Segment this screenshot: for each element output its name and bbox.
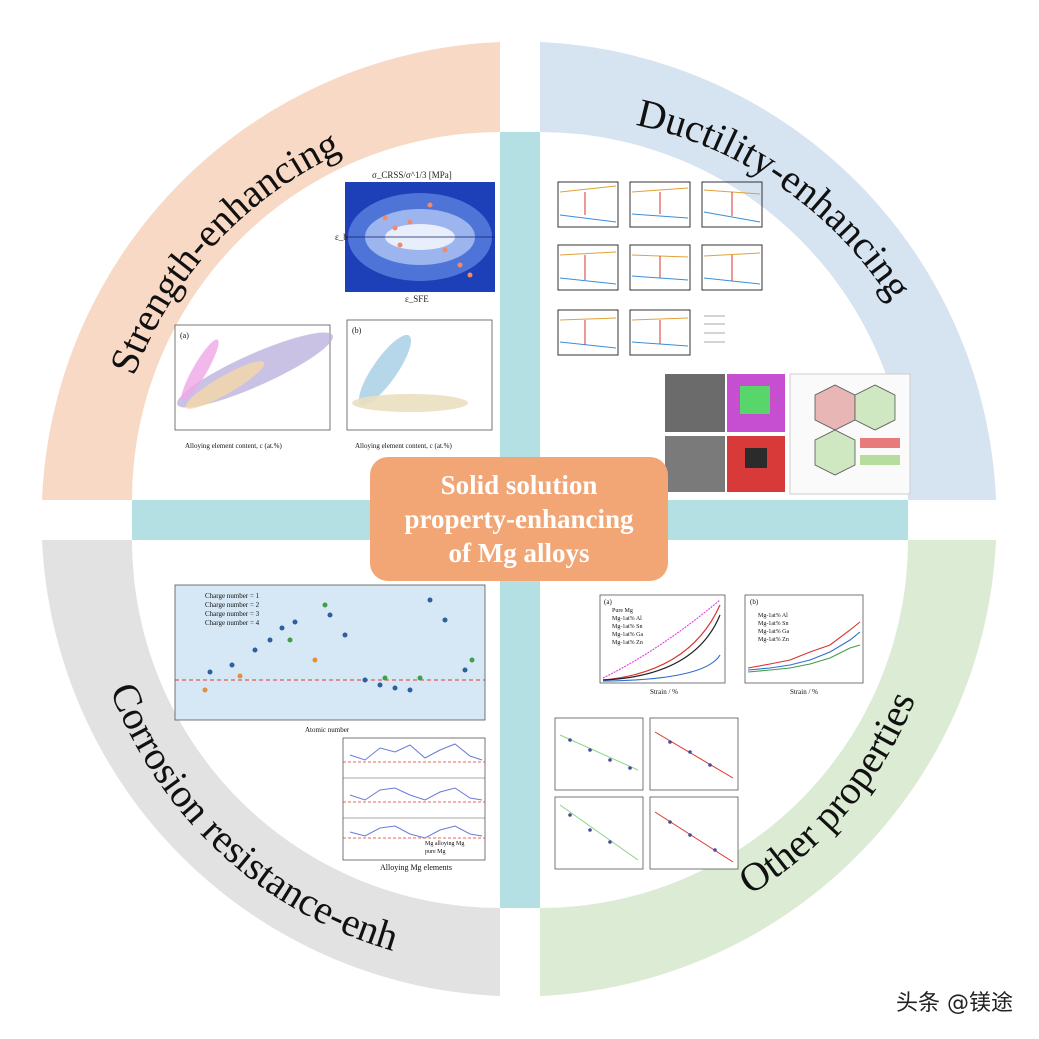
elements-legend-0: Mg alloying Mg [425, 841, 464, 847]
other-regression-plots [554, 717, 739, 870]
center-title-line-3: of Mg alloys [448, 538, 590, 568]
center-title-box: Solid solution property-enhancing of Mg … [370, 457, 668, 581]
strain-a-legend: Pure Mg Mg-1at% Al Mg-1at% Sn Mg-1at% Ga… [612, 608, 643, 646]
strength-crss-plot: (a) Alloying element content, c (at.%) [174, 324, 333, 450]
elements-xlabel: Alloying Mg elements [380, 863, 452, 872]
band-bottom-right [540, 540, 996, 996]
strain-a-xlabel: Strain / % [650, 688, 678, 696]
yield-label: (b) [352, 326, 362, 335]
svg-text:Mg-1at% Al: Mg-1at% Al [612, 616, 642, 622]
potential-xlabel: Atomic number [305, 726, 350, 734]
svg-text:Charge number = 2: Charge number = 2 [205, 601, 260, 609]
strength-contour-plot: σ_CRSS/σ^1/3 [MPa] ε_SFE ε_b [335, 170, 495, 304]
center-title-line-2: property-enhancing [404, 504, 634, 534]
band-top-left [42, 42, 500, 500]
yield-xlabel: Alloying element content, c (at.%) [355, 442, 452, 450]
svg-text:Mg-1at% Zn: Mg-1at% Zn [758, 637, 789, 643]
watermark: 头条 @镁途 [896, 991, 1013, 1016]
contour-xlabel: ε_SFE [405, 294, 429, 304]
other-strain-plot-a: (a) Pure Mg Mg-1at% Al Mg-1at% Sn Mg-1at… [599, 594, 726, 696]
contour-ylabel: ε_b [335, 232, 348, 242]
svg-text:Charge number = 3: Charge number = 3 [205, 610, 260, 618]
svg-text:Pure Mg: Pure Mg [612, 608, 633, 614]
strain-b-legend: Mg-1at% Al Mg-1at% Sn Mg-1at% Ga Mg-1at%… [758, 613, 789, 643]
svg-text:Mg-1at% Al: Mg-1at% Al [758, 613, 788, 619]
band-bottom-left [42, 540, 500, 996]
strength-yield-plot: (b) Alloying element content, c (at.%) [346, 319, 493, 450]
elements-legend-1: pure Mg [425, 849, 446, 855]
svg-text:Charge number = 1: Charge number = 1 [205, 592, 260, 600]
crss-label: (a) [180, 331, 189, 340]
svg-text:Charge number = 4: Charge number = 4 [205, 619, 260, 627]
strain-a-label: (a) [604, 598, 612, 606]
svg-text:Mg-1at% Sn: Mg-1at% Sn [612, 624, 643, 630]
ductility-slip-schematics [557, 181, 763, 356]
strain-b-label: (b) [750, 598, 759, 606]
quadrant-bands [42, 42, 996, 996]
center-title-line-1: Solid solution [440, 470, 598, 500]
strain-b-xlabel: Strain / % [790, 688, 818, 696]
contour-title: σ_CRSS/σ^1/3 [MPa] [372, 170, 452, 180]
corrosion-element-plot: Alloying Mg elements Mg alloying Mg pure… [342, 737, 486, 872]
ductility-micrographs [665, 373, 911, 495]
potential-legend: Charge number = 1 Charge number = 2 Char… [205, 592, 260, 627]
svg-text:Mg-1at% Zn: Mg-1at% Zn [612, 640, 643, 646]
crss-xlabel: Alloying element content, c (at.%) [185, 442, 282, 450]
svg-text:Mg-1at% Ga: Mg-1at% Ga [758, 629, 789, 635]
svg-text:Mg-1at% Ga: Mg-1at% Ga [612, 632, 643, 638]
corrosion-potential-plot: Charge number = 1 Charge number = 2 Char… [174, 584, 486, 734]
band-top-right [540, 42, 996, 500]
other-strain-plot-b: (b) Mg-1at% Al Mg-1at% Sn Mg-1at% Ga Mg-… [744, 594, 864, 696]
svg-text:Mg-1at% Sn: Mg-1at% Sn [758, 621, 789, 627]
